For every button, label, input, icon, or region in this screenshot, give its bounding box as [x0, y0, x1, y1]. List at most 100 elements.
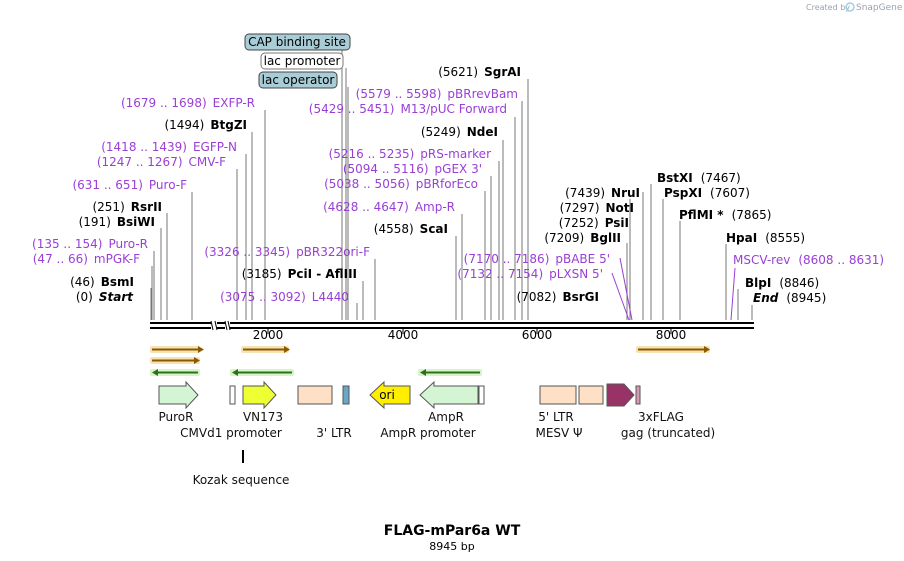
svg-text:(1494)BtgZI: (1494)BtgZI: [164, 118, 247, 132]
svg-text:(3326 .. 3345)pBR322ori-F: (3326 .. 3345)pBR322ori-F: [204, 245, 370, 259]
site-position: (5579 .. 5598): [356, 87, 442, 101]
site-position: (1247 .. 1267): [97, 155, 183, 169]
primer-name: L4440: [312, 290, 349, 304]
site-position: (5621): [438, 65, 478, 79]
svg-text:(631 .. 651)Puro-F: (631 .. 651)Puro-F: [72, 178, 187, 192]
enzyme-name: SgrAI: [484, 65, 521, 79]
cmvd1-promoter-label: CMVd1 promoter: [180, 426, 282, 440]
site-position: (7082): [517, 290, 557, 304]
tick-label: 6000: [522, 328, 553, 342]
svg-text:(5038 .. 5056)pBRforEco: (5038 .. 5056) pBRforEco: [324, 177, 478, 191]
vn173-label: VN173: [243, 410, 283, 424]
svg-text:(47 .. 66)mPGK-F: (47 .. 66)mPGK-F: [33, 252, 140, 266]
ltr-3-feature: [297, 385, 333, 405]
plasmid-length: 8945 bp: [429, 540, 474, 553]
svg-text:MSCV-rev(8608 .. 8631): MSCV-rev(8608 .. 8631): [733, 253, 884, 267]
svg-text:(3075 .. 3092)L4440: (3075 .. 3092)L4440: [220, 290, 349, 304]
site-position: (7132 .. 7154): [457, 267, 543, 281]
enzyme-name: PciI - AflIII: [288, 267, 357, 281]
backbone: [150, 320, 754, 331]
ltr-5-feature: [539, 385, 577, 405]
lac-site-feature: [342, 385, 350, 405]
3xflag-label: 3xFLAG: [638, 410, 684, 424]
enzyme-name: BsmI: [101, 275, 134, 289]
enzyme-name: NotI: [606, 201, 635, 215]
primer-name: Puro-R: [108, 237, 148, 251]
svg-text:HpaI(8555): HpaI (8555): [726, 231, 805, 245]
enzyme-name: PflMI *: [679, 208, 724, 222]
site-labels-left: (1679 .. 1698)EXFP-R (1494)BtgZI (1418 .…: [32, 96, 255, 304]
primer-name: pGEX 3': [435, 162, 482, 176]
svg-text:BstXI(7467): BstXI(7467): [657, 171, 741, 185]
enzyme-name: ScaI: [420, 222, 448, 236]
site-position: (7607): [710, 186, 750, 200]
site-position: (191): [79, 215, 111, 229]
svg-text:PspXI(7607): PspXI(7607): [664, 186, 750, 200]
puror-label: PuroR: [159, 410, 194, 424]
primer-name: CMV-F: [189, 155, 227, 169]
cmvd1-promoter-feature: [229, 385, 236, 405]
site-position: (5094 .. 5116): [343, 162, 429, 176]
start-label: Start: [99, 290, 134, 304]
svg-text:(5249)NdeI: (5249)NdeI: [421, 125, 498, 139]
3xflag-feature: [606, 383, 635, 407]
enzyme-name: BstXI: [657, 171, 693, 185]
primer-name: M13/pUC Forward: [400, 102, 507, 116]
site-labels-middle: (5621) SgrAI (5579 .. 5598) pBRrevBam (542…: [204, 65, 610, 304]
primer-name: Amp-R: [415, 200, 455, 214]
ampr-label: AmpR: [428, 410, 464, 424]
ori-label: ori: [379, 388, 395, 402]
svg-text:(7082)BsrGI: (7082)BsrGI: [517, 290, 599, 304]
site-position: (251): [92, 200, 124, 214]
site-position: (3185): [242, 267, 282, 281]
primer-name: mPGK-F: [94, 252, 140, 266]
enzyme-name: BsiWI: [117, 215, 155, 229]
site-position: (8555): [765, 231, 805, 245]
ampr-promoter-feature: [478, 385, 485, 405]
primer-leaders-right: [730, 267, 736, 321]
site-position: (4558): [374, 222, 414, 236]
svg-text:(7209)BglII: (7209)BglII: [544, 231, 621, 245]
site-position: (0): [76, 290, 93, 304]
tick-label: 2000: [253, 328, 284, 342]
svg-text:PflMI *(7865): PflMI *(7865): [679, 208, 771, 222]
created-by-text: Created by: [806, 3, 850, 12]
svg-text:End(8945): End(8945): [753, 291, 826, 305]
primer-name: MSCV-rev: [733, 253, 790, 267]
mesv-psi-feature: [578, 385, 604, 405]
svg-text:(251)RsrII: (251)RsrII: [92, 200, 162, 214]
svg-text:(5429 .. 5451)M13/pUC Forward: (5429 .. 5451)M13/pUC Forward: [309, 102, 507, 116]
svg-text:(3185)PciI - AflIII: (3185) PciI - AflIII: [242, 267, 357, 281]
ltr-3-label: 3' LTR: [316, 426, 351, 440]
enzyme-name: HpaI: [726, 231, 757, 245]
gag-truncated-label: gag (truncated): [621, 426, 715, 440]
site-position: (7297): [560, 201, 600, 215]
ampr-feature: [419, 380, 479, 410]
plasmid-title: FLAG-mPar6a WT: [384, 523, 521, 539]
site-position: (8945): [786, 291, 826, 305]
primer-name: EGFP-N: [193, 140, 237, 154]
svg-text:(7132 .. 7154)pLXSN 5': (7132 .. 7154) pLXSN 5': [457, 267, 603, 281]
site-position: (631 .. 651): [72, 178, 142, 192]
site-position: (4628 .. 4647): [323, 200, 409, 214]
site-position: (7439): [565, 186, 605, 200]
primer-name: pBRforEco: [416, 177, 478, 191]
primer-name: pLXSN 5': [549, 267, 603, 281]
svg-text:(7252)PsiI: (7252)PsiI: [559, 216, 629, 230]
site-position: (7209): [544, 231, 584, 245]
svg-text:(5579 .. 5598)pBRrevBam: (5579 .. 5598) pBRrevBam: [356, 87, 518, 101]
site-position: (5038 .. 5056): [324, 177, 410, 191]
site-labels-right: BstXI(7467) (7439)NruI PspXI(7607) (7297…: [544, 171, 884, 305]
primer-arrows: [150, 346, 710, 376]
primer-name: pBABE 5': [555, 252, 610, 266]
snapgene-brand: SnapGene: [856, 3, 903, 13]
svg-text:(1679 .. 1698)EXFP-R: (1679 .. 1698)EXFP-R: [121, 96, 255, 110]
ori-feature: [369, 380, 411, 410]
gag-feature: [635, 385, 641, 405]
primer-name: pBRrevBam: [447, 87, 518, 101]
feature-labels: PuroR VN173 CMVd1 promoter 3' LTR AmpR A…: [159, 410, 716, 487]
site-leader-lines: [150, 50, 753, 320]
site-position: (1679 .. 1698): [121, 96, 207, 110]
primer-leaders-mid: [611, 257, 633, 321]
